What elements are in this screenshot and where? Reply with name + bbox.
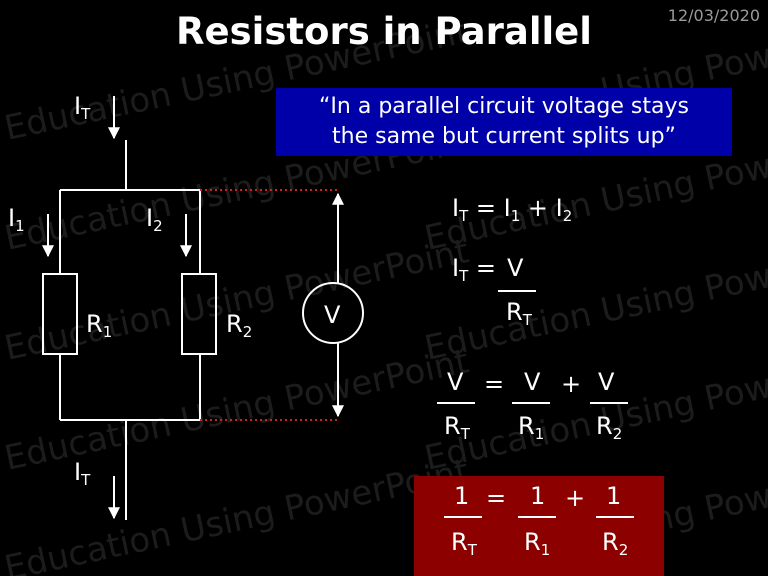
slide-date: 12/03/2020 — [667, 6, 760, 25]
eq2-fraction-bar — [498, 290, 536, 292]
eq3-plus: + — [561, 370, 582, 398]
eq4-bar2 — [518, 516, 556, 518]
eq3-equals: = — [484, 370, 505, 398]
label-it-top: IT — [74, 92, 91, 123]
resistor-r1 — [42, 273, 78, 355]
quote-box: “In a parallel circuit voltage stays the… — [276, 88, 732, 156]
eq3-d3: R2 — [596, 412, 623, 443]
equation-ohm-total: IT = — [452, 254, 496, 285]
eq3-n2: V — [524, 368, 541, 396]
eq4-equals: = — [486, 484, 507, 512]
quote-line-1: “In a parallel circuit voltage stays — [319, 94, 689, 119]
eq2-numerator: V — [507, 254, 524, 282]
eq3-n1: V — [447, 368, 464, 396]
eq3-bar3 — [590, 402, 628, 404]
quote-line-2: the same but current splits up” — [332, 124, 676, 149]
eq4-bar1 — [444, 516, 482, 518]
label-it-bottom: IT — [74, 458, 91, 489]
label-r1: R1 — [86, 310, 113, 341]
resistor-r2 — [181, 273, 217, 355]
label-i2: I2 — [146, 204, 163, 235]
eq3-bar1 — [437, 402, 475, 404]
eq3-n3: V — [598, 368, 615, 396]
equation-current-sum: IT = I1 + I2 — [452, 194, 573, 225]
eq4-n3: 1 — [606, 482, 622, 510]
result-box — [414, 476, 664, 576]
voltmeter-label: V — [324, 301, 341, 329]
label-r2: R2 — [226, 310, 253, 341]
eq4-n1: 1 — [454, 482, 470, 510]
eq4-d1: RT — [451, 528, 477, 559]
label-i1: I1 — [8, 204, 25, 235]
eq3-d1: RT — [444, 412, 470, 443]
eq4-d2: R1 — [524, 528, 551, 559]
eq2-denominator: RT — [506, 298, 532, 329]
slide-title: Resistors in Parallel — [176, 10, 592, 53]
eq4-plus: + — [565, 484, 586, 512]
eq4-d3: R2 — [602, 528, 629, 559]
eq3-bar2 — [512, 402, 550, 404]
eq4-bar3 — [596, 516, 634, 518]
voltmeter-symbol — [302, 282, 364, 344]
eq4-n2: 1 — [530, 482, 546, 510]
eq3-d2: R1 — [518, 412, 545, 443]
